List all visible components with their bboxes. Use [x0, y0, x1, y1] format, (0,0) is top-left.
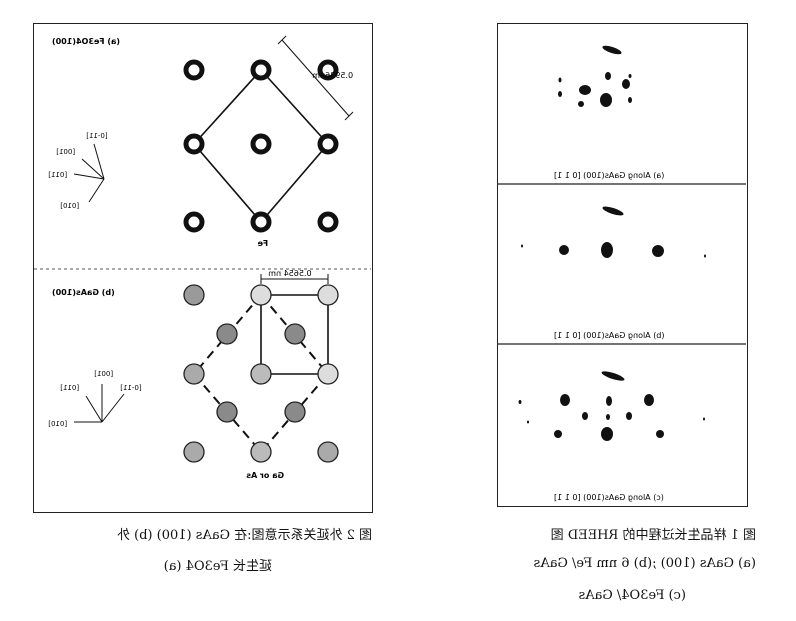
as-atom: [317, 363, 339, 385]
axis-a-1: [001]: [56, 148, 75, 156]
fe-atom: [183, 211, 205, 233]
panel-a-axes: [73, 143, 105, 203]
fe-atom: [183, 59, 205, 81]
axis-b-3: [010]: [48, 420, 67, 428]
rheed-c-label: (c) Along GaAs(100) [0 1 1]: [554, 493, 664, 502]
as-atom: [317, 284, 339, 306]
ga-atom: [317, 441, 339, 463]
fe-atom: [317, 59, 339, 81]
ga-atom: [183, 441, 205, 463]
rheed-c: [518, 371, 705, 441]
rheed-patterns: (a) Along GaAs(100) [0 1 1] (b) Along Ga…: [498, 45, 746, 502]
rheed-a-label: (a) Along GaAs(100) [0 1 1]: [554, 171, 664, 180]
panel-b-axes: [74, 384, 125, 423]
ga-atom: [284, 323, 306, 345]
fe-atom: [317, 133, 339, 155]
figure2-caption-line1: 图 2 外延关系示意图:在 GaAs (100) (b) 外: [116, 528, 372, 543]
panel-b-atom-label: Ga or As: [246, 471, 284, 480]
axis-b-0: [001]: [94, 370, 113, 378]
panel-a-distance: 0.5936nm: [312, 71, 353, 80]
panel-a-label: (a) Fe3O4(100): [52, 37, 120, 46]
panel-b-label: (b) GaAs(100): [52, 288, 115, 297]
panel-a-lattice: [183, 35, 354, 233]
as-atom: [250, 284, 272, 306]
figure2-caption-line2: 延生长 Fe3O4 (a): [163, 559, 272, 574]
panel-a-atom-label: Fe: [257, 239, 268, 248]
as-atom: [250, 363, 272, 385]
ga-atom: [216, 323, 238, 345]
fe-atom: [250, 211, 272, 233]
fe-atom: [250, 59, 272, 81]
panel-b-distance: 0.5654 nm: [268, 269, 312, 278]
rheed-a: [558, 45, 632, 107]
as-atom: [250, 441, 272, 463]
figure1-caption-line3: (c) Fe3O4/ GaAs: [578, 588, 686, 603]
axis-a-0: [0-11]: [86, 132, 108, 140]
fe-atom: [183, 133, 205, 155]
axis-b-1: [011]: [60, 384, 79, 392]
fe-atom: [317, 211, 339, 233]
fe-atom: [250, 133, 272, 155]
rheed-b-label: (b) Along GaAs(100) [0 1 1]: [554, 331, 665, 340]
ga-atom: [183, 284, 205, 306]
figure1-panel: (a) Along GaAs(100) [0 1 1] (b) Along Ga…: [497, 23, 748, 507]
figure1-caption-line2: (a) GaAs (100) ;(b) 6 nm Fe/ GaAs: [533, 556, 756, 571]
panel-b-lattice: [183, 274, 339, 463]
figure2-panel: 0.5936nm (a) Fe3O4(100) Fe [0-11] [001] …: [33, 23, 373, 513]
axis-b-2: [0-11]: [120, 384, 142, 392]
axis-a-3: [010]: [60, 202, 79, 210]
ga-atom: [284, 401, 306, 423]
ga-atom: [216, 401, 238, 423]
figure2-schematic: 0.5936nm (a) Fe3O4(100) Fe [0-11] [001] …: [34, 35, 371, 480]
axis-a-2: [011]: [48, 171, 67, 179]
rheed-b: [521, 206, 706, 258]
ga-atom: [183, 363, 205, 385]
figure1-caption-line1: 图 1 样品生长过程中的 RHEED 图: [550, 528, 756, 543]
